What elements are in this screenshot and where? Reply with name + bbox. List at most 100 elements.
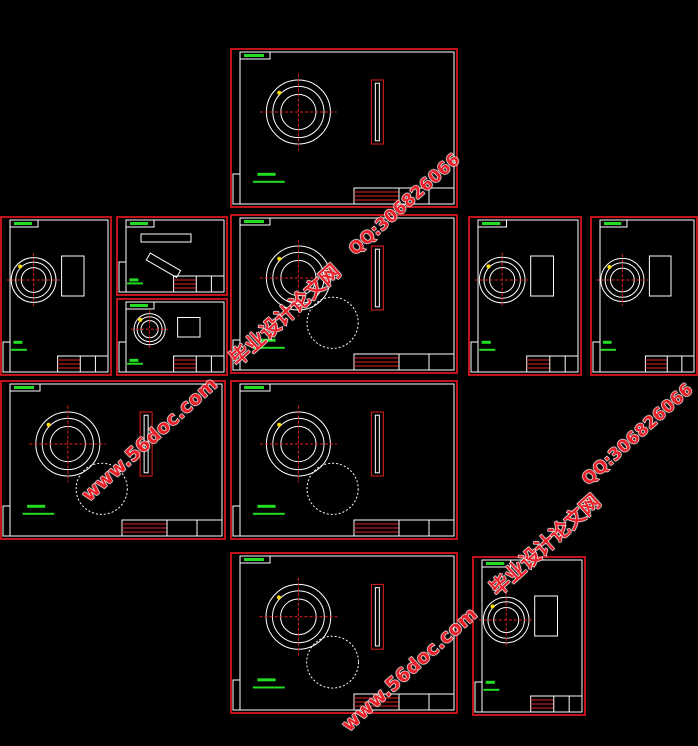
title-tag-box: [239, 555, 271, 564]
sheet-outer-frame: [230, 214, 458, 374]
drawing-sheet-5: [230, 214, 458, 374]
technical-notes: [252, 180, 285, 183]
dimension-marker: [276, 595, 281, 600]
part-circle: [15, 261, 53, 299]
part-circle: [10, 257, 57, 303]
section-view: [370, 411, 384, 477]
side-strip: [470, 341, 479, 373]
title-tag-box: [481, 559, 511, 568]
side-strip: [2, 505, 11, 537]
drawing-sheet-10: [230, 552, 458, 714]
title-tag-text: [244, 386, 264, 389]
technical-notes: [257, 338, 276, 342]
side-strip: [232, 173, 241, 205]
title-tag-text: [604, 222, 622, 225]
sheet-outer-frame: [230, 48, 458, 208]
side-view: [648, 255, 672, 297]
title-tag-text: [130, 304, 148, 307]
title-tag-text: [244, 558, 264, 561]
title-tag-text: [244, 220, 264, 223]
title-tag-text: [482, 222, 501, 225]
sheet-inner-frame: [239, 51, 455, 205]
side-strip: [474, 681, 483, 713]
drawing-sheet-9: [230, 380, 458, 540]
technical-notes: [485, 680, 495, 684]
section-view-core: [374, 414, 380, 474]
section-view-core: [374, 248, 380, 308]
technical-notes: [483, 688, 500, 691]
dimension-marker: [490, 604, 495, 609]
side-strip: [2, 341, 11, 373]
part-circle: [20, 267, 47, 293]
technical-notes: [481, 340, 491, 344]
technical-notes: [602, 340, 612, 344]
section-view: [139, 411, 153, 477]
title-tag-text: [486, 562, 505, 565]
dimension-marker: [607, 265, 612, 270]
dimension-marker: [277, 256, 282, 261]
side-view: [534, 595, 559, 637]
dimension-marker: [46, 422, 51, 427]
sheet-inner-frame: [9, 383, 223, 537]
isometric-view: [75, 462, 128, 515]
title-tag-box: [9, 219, 39, 228]
sheet-outer-frame: [0, 216, 112, 376]
side-strip: [118, 261, 127, 293]
title-tag-box: [239, 51, 271, 60]
shaft-view: [140, 233, 192, 243]
sheet-outer-frame: [116, 298, 228, 376]
sheet-outer-frame: [0, 380, 226, 540]
drawing-sheet-1: [230, 48, 458, 208]
sheet-inner-frame: [239, 383, 455, 537]
technical-notes: [257, 504, 276, 508]
part-circle: [489, 266, 516, 294]
title-tag-box: [239, 217, 271, 226]
section-view-core: [374, 82, 380, 142]
sheet-outer-frame: [116, 216, 228, 296]
title-tag-box: [599, 219, 628, 228]
title-tag-box: [125, 219, 155, 228]
sheet-inner-frame: [125, 219, 225, 293]
dimension-marker: [18, 264, 23, 269]
dimension-marker: [277, 422, 282, 427]
technical-notes: [479, 348, 496, 351]
dimension-marker: [277, 90, 282, 95]
side-strip: [592, 341, 601, 373]
technical-notes: [22, 512, 55, 515]
side-view: [177, 317, 201, 338]
sheet-inner-frame: [239, 217, 455, 371]
isometric-view: [306, 462, 359, 515]
drawing-sheet-2: [0, 216, 112, 376]
side-strip: [232, 505, 241, 537]
drawing-sheet-3: [116, 216, 228, 296]
isometric-view: [306, 635, 360, 689]
technical-notes: [129, 358, 139, 362]
drawing-sheet-4: [116, 298, 228, 376]
technical-notes: [257, 172, 276, 176]
drawing-sheet-11: [472, 556, 586, 716]
side-strip: [232, 679, 241, 711]
side-strip: [232, 339, 241, 371]
section-view-core: [143, 414, 149, 474]
technical-notes: [129, 278, 139, 282]
sheet-outer-frame: [230, 552, 458, 714]
drawing-sheet-6: [468, 216, 582, 376]
title-tag-text: [130, 222, 148, 225]
part-circle: [133, 313, 166, 346]
technical-notes: [127, 282, 143, 285]
section-view: [370, 583, 384, 650]
technical-notes: [257, 678, 276, 682]
technical-notes: [600, 348, 616, 351]
title-tag-box: [9, 383, 41, 392]
section-view: [370, 245, 384, 311]
section-view: [370, 79, 384, 145]
sheet-outer-frame: [468, 216, 582, 376]
technical-notes: [11, 348, 27, 351]
part-circle: [604, 262, 641, 298]
sheet-inner-frame: [239, 555, 455, 711]
part-circle: [493, 606, 520, 634]
isometric-view: [306, 296, 359, 349]
sheet-outer-frame: [472, 556, 586, 716]
